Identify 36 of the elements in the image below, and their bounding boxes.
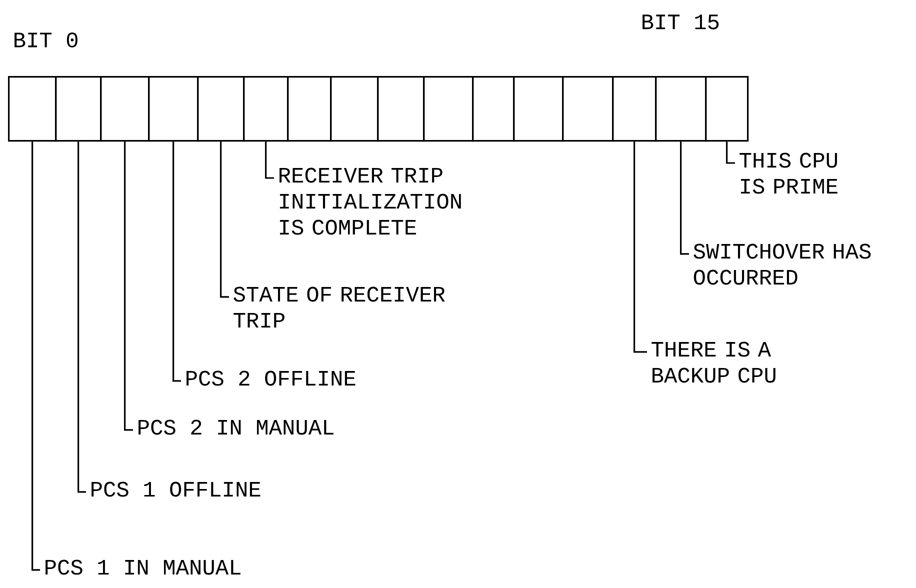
leader-line xyxy=(265,142,274,179)
register-cell xyxy=(148,76,199,142)
register-cell xyxy=(100,76,150,142)
register-cell xyxy=(472,76,515,142)
register-cell xyxy=(330,76,379,142)
leader-line xyxy=(124,142,133,431)
register-cell xyxy=(705,76,749,142)
register-cell xyxy=(243,76,289,142)
leader-line xyxy=(680,142,689,255)
bit-description: THIS CPU IS PRIME xyxy=(740,152,838,194)
register-cell xyxy=(55,76,102,142)
leader-line xyxy=(78,142,86,493)
register-cell xyxy=(562,76,614,142)
bit-description: THERE IS A BACKUP CPU xyxy=(652,342,776,383)
bit-label: BIT 15 xyxy=(642,14,719,30)
leader-line xyxy=(32,142,40,571)
bit-description: PCS 1 IN MANUAL xyxy=(46,560,240,575)
register-cell xyxy=(655,76,707,142)
bit-description: PCS 1 OFFLINE xyxy=(92,482,260,497)
register-cell xyxy=(197,76,245,142)
bit-description: SWITCHOVER HAS OCCURRED xyxy=(694,244,871,285)
register-cell xyxy=(287,76,332,142)
register-cell xyxy=(612,76,657,142)
leader-line xyxy=(634,142,647,353)
bit-label: BIT 0 xyxy=(14,32,78,48)
register-cell xyxy=(423,76,474,142)
bit-description: STATE OF RECEIVER TRIP xyxy=(234,286,445,328)
bit-description: RECEIVER TRIP INITIALIZATION IS COMPLETE xyxy=(280,168,461,235)
register-cell xyxy=(377,76,425,142)
register-cell xyxy=(8,76,57,142)
leader-line xyxy=(172,142,181,382)
leader-line xyxy=(726,142,735,164)
bit-description: PCS 2 OFFLINE xyxy=(186,370,356,386)
bit-description: PCS 2 IN MANUAL xyxy=(138,420,334,435)
register-cell xyxy=(513,76,564,142)
leader-line xyxy=(220,142,229,298)
